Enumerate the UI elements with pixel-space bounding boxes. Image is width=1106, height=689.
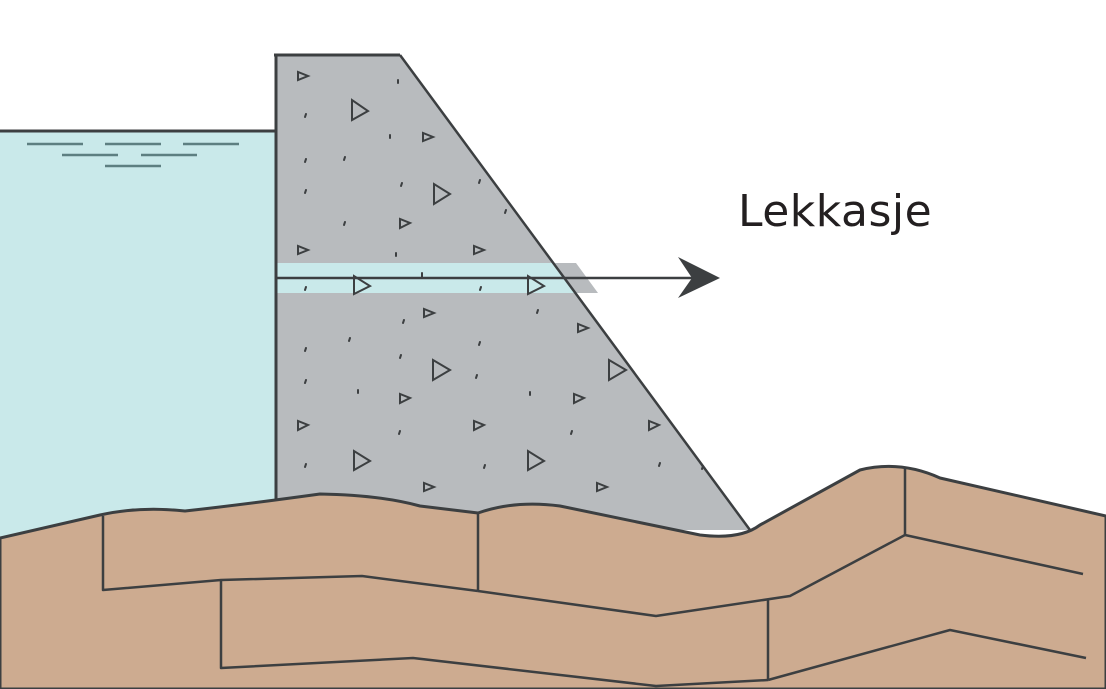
water-surface-ripples-icon: [27, 142, 239, 168]
leakage-label: Lekkasje: [738, 186, 933, 237]
leakage-arrow-icon: [276, 257, 720, 298]
aggregate-triangles-icon: [297, 70, 662, 493]
aggregate-specks-icon: [304, 79, 704, 470]
concrete-dam: [274, 53, 752, 531]
bedrock-layers: [0, 464, 1106, 689]
water-reservoir: [0, 129, 276, 551]
